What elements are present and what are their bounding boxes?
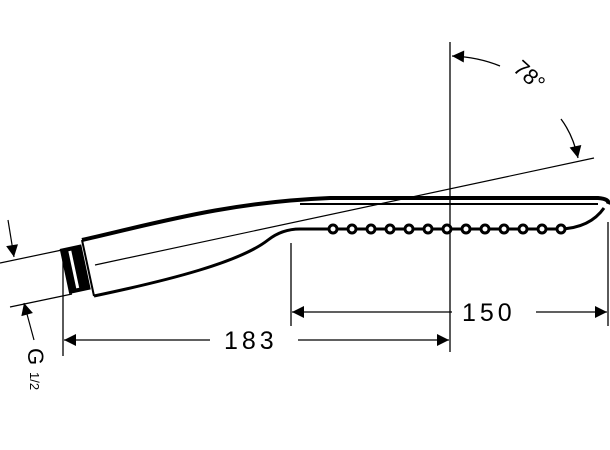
angle-label: 78° bbox=[509, 55, 550, 96]
spray-nozzle bbox=[517, 223, 529, 235]
thread-arrow-lower bbox=[21, 302, 35, 341]
dimension-150-label: 150 bbox=[462, 299, 516, 327]
dimension-183-label: 183 bbox=[224, 327, 278, 355]
spray-nozzle bbox=[479, 223, 491, 235]
spray-nozzle bbox=[365, 223, 377, 235]
thread-extension-upper bbox=[0, 249, 63, 264]
spray-nozzle bbox=[460, 223, 472, 235]
spray-nozzle bbox=[536, 223, 548, 235]
thread-arrow-upper bbox=[6, 219, 19, 258]
thread-connector bbox=[59, 244, 91, 294]
thread-size-label: 1/2 bbox=[27, 372, 42, 390]
spray-nozzle bbox=[441, 223, 453, 235]
spray-nozzles bbox=[327, 223, 567, 235]
spray-nozzle bbox=[327, 223, 339, 235]
thread-extension-lower bbox=[9, 293, 73, 308]
shower-axis-line bbox=[94, 157, 595, 266]
angle-arc-lower bbox=[560, 118, 582, 159]
angle-arc-upper bbox=[451, 50, 501, 67]
hand-shower-body bbox=[81, 196, 610, 298]
spray-nozzle bbox=[346, 223, 358, 235]
spray-nozzle bbox=[555, 223, 567, 235]
spray-nozzle bbox=[384, 223, 396, 235]
spray-nozzle bbox=[422, 223, 434, 235]
thread-label: G bbox=[23, 348, 48, 365]
spray-nozzle bbox=[498, 223, 510, 235]
spray-nozzle bbox=[403, 223, 415, 235]
